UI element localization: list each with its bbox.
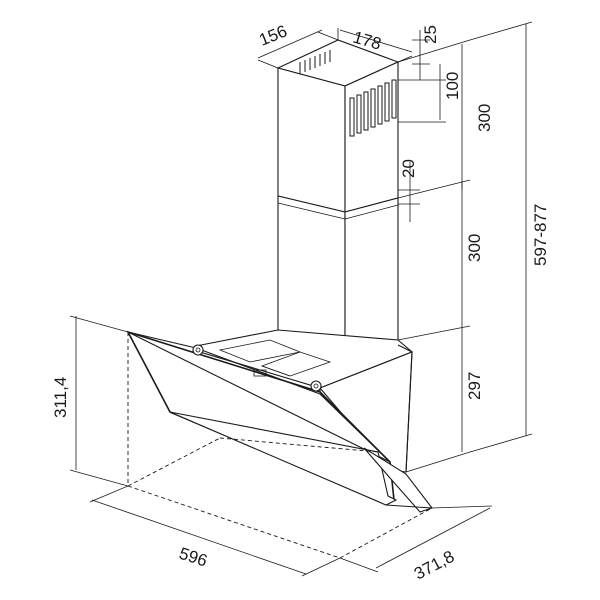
dim-hood-depth: 371,8 <box>411 547 457 584</box>
dim-duct-depth: 156 <box>256 21 289 49</box>
dim-lower-duct-height: 300 <box>465 234 484 262</box>
dim-hood-height: 297 <box>465 372 484 400</box>
dim-total-height: 597-877 <box>531 204 550 266</box>
dim-hood-width: 596 <box>177 544 210 571</box>
chimney-upper-section <box>278 40 398 212</box>
dim-upper-duct-height: 300 <box>475 104 494 132</box>
dim-overlap: 20 <box>399 159 418 178</box>
dim-vent-height: 100 <box>443 72 462 100</box>
dim-hood-panel-height: 311,4 <box>51 377 70 418</box>
dim-top-gap: 25 <box>421 25 440 44</box>
